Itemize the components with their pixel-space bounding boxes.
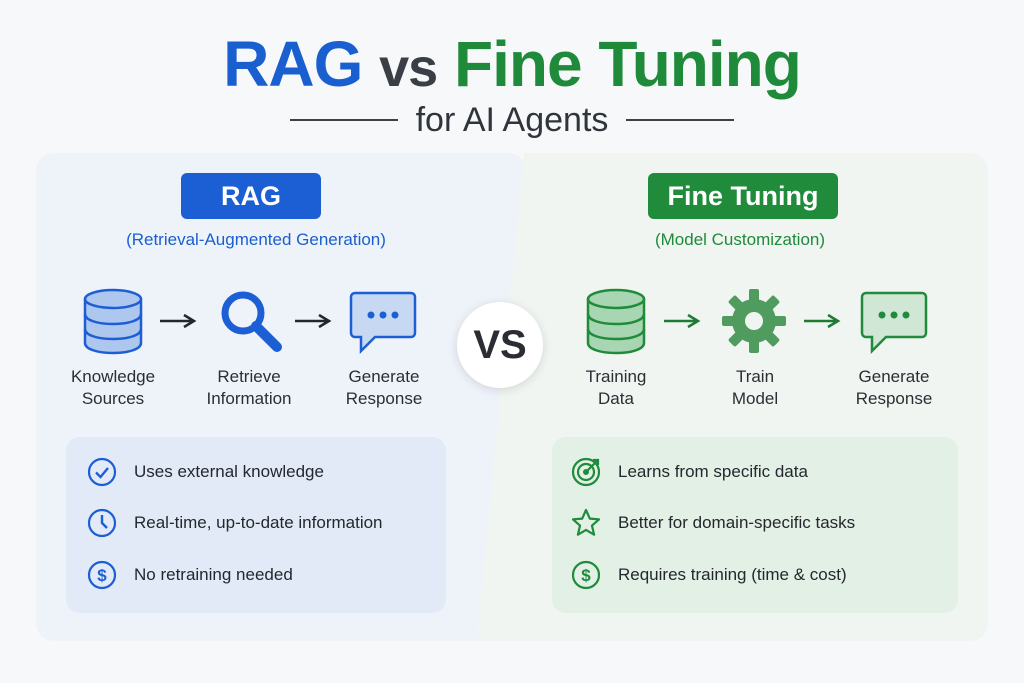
clock-icon	[87, 508, 117, 538]
arrow-right-icon	[804, 313, 841, 329]
magnifier-icon	[221, 291, 282, 352]
ft-feature-1-text: Learns from specific data	[618, 462, 808, 481]
title-vs: vs	[379, 38, 438, 98]
rag-feature-2: Real-time, up-to-date information	[86, 507, 383, 539]
vs-badge: VS	[457, 302, 543, 388]
database-icon	[586, 288, 646, 355]
svg-text:$: $	[581, 566, 591, 585]
divider-right	[626, 119, 735, 121]
ft-feature-3: $ Requires training (time & cost)	[570, 559, 847, 591]
title-rag: RAG	[223, 28, 363, 100]
fine-tuning-subtitle: (Model Customization)	[654, 230, 826, 249]
divider-left	[289, 119, 398, 121]
dollar-icon: $	[571, 560, 601, 590]
ft-feature-1: Learns from specific data	[570, 456, 808, 488]
chat-bubble-icon	[860, 291, 928, 355]
arrow-right-icon	[295, 313, 332, 329]
target-icon	[571, 457, 601, 487]
check-circle-icon	[87, 457, 117, 487]
title-fine-tuning: Fine Tuning	[454, 28, 802, 100]
gear-icon	[722, 289, 786, 353]
fine-tuning-features-box	[552, 437, 958, 613]
rag-feature-1-text: Uses external knowledge	[134, 462, 324, 481]
fine-tuning-badge: Fine Tuning	[648, 173, 838, 219]
rag-feature-3-text: No retraining needed	[134, 565, 293, 584]
ft-feature-2: Better for domain-specific tasks	[570, 507, 855, 539]
page-title: RAG vs Fine Tuning	[0, 28, 1024, 104]
rag-features-box	[66, 437, 446, 613]
rag-subtitle: (Retrieval-Augmented Generation)	[126, 230, 386, 249]
ft-feature-2-text: Better for domain-specific tasks	[618, 513, 856, 532]
chat-bubble-icon	[349, 291, 417, 355]
dollar-icon: $	[87, 560, 117, 590]
arrow-right-icon	[160, 313, 197, 329]
rag-feature-2-text: Real-time, up-to-date information	[134, 513, 383, 532]
page-subtitle: for AI Agents	[415, 100, 609, 139]
rag-feature-1: Uses external knowledge	[86, 456, 324, 488]
subtitle-row: for AI Agents	[0, 100, 1024, 140]
rag-feature-3: $ No retraining needed	[86, 559, 293, 591]
ft-feature-3-text: Requires training (time & cost)	[618, 565, 847, 584]
arrow-right-icon	[664, 313, 701, 329]
rag-badge: RAG	[181, 173, 321, 219]
database-icon	[83, 288, 143, 355]
star-icon	[571, 508, 601, 536]
svg-text:$: $	[97, 566, 107, 585]
